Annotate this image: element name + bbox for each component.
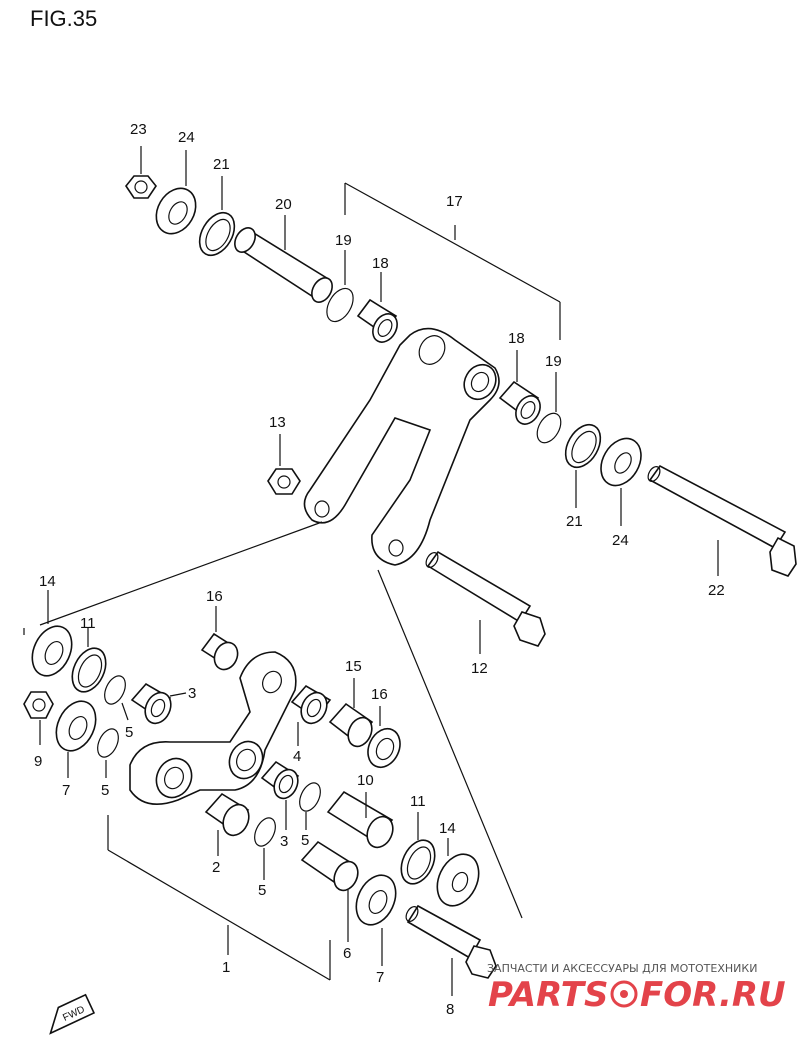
- part-5-oring-3: [299, 782, 321, 830]
- part-20-sleeve: [234, 215, 333, 303]
- part-5-oring-4: [254, 817, 276, 880]
- watermark-brand-left: PARTS: [488, 975, 608, 1015]
- assembly-leader-lines: [23, 521, 523, 919]
- part-17-cushion-rod: [303, 327, 500, 566]
- callout-11b: 11: [410, 793, 426, 810]
- callout-4: 4: [293, 748, 301, 765]
- callout-12: 12: [471, 660, 488, 677]
- part-6-sleeve: [300, 840, 359, 942]
- callout-22: 22: [708, 582, 725, 599]
- callout-19b: 19: [545, 353, 562, 370]
- callout-24b: 24: [612, 532, 629, 549]
- callout-17: 17: [446, 193, 463, 210]
- part-18-bearing-right: [498, 350, 541, 425]
- callout-5b: 5: [101, 782, 109, 799]
- part-23-nut: [125, 146, 157, 199]
- part-2-sleeve: [204, 792, 250, 856]
- watermark: ЗАПЧАСТИ И АКСЕССУАРЫ ДЛЯ МОТОТЕХНИКИ PA…: [487, 962, 786, 1015]
- callout-1: 1: [222, 959, 230, 976]
- callout-5c: 5: [301, 832, 309, 849]
- callout-labels: 23 24 21 20 19 18 17 18 19 13 21 24 22 1…: [34, 121, 725, 1018]
- part-13-nut: [267, 434, 301, 495]
- callout-24: 24: [178, 129, 195, 146]
- callout-14: 14: [39, 573, 56, 590]
- watermark-tagline: ЗАПЧАСТИ И АКСЕССУАРЫ ДЛЯ МОТОТЕХНИКИ: [487, 962, 757, 975]
- callout-15: 15: [345, 658, 362, 675]
- part-14-washer: [31, 590, 73, 677]
- callout-20: 20: [275, 196, 292, 213]
- callout-16: 16: [206, 588, 223, 605]
- callout-21b: 21: [566, 513, 583, 530]
- part-11-seal: [71, 627, 107, 693]
- callout-3: 3: [188, 685, 196, 702]
- callout-7b: 7: [376, 969, 384, 986]
- part-5-oring-2: [97, 728, 119, 778]
- figure-title: FIG.35: [30, 6, 97, 31]
- fwd-arrow-badge: FWD: [49, 993, 96, 1035]
- part-21-seal: [198, 176, 236, 257]
- part-8-bolt: [405, 904, 497, 996]
- part-22-bolt: [647, 464, 797, 577]
- callout-11: 11: [80, 615, 96, 632]
- callout-23: 23: [130, 121, 147, 138]
- part-14-washer-right: [436, 838, 480, 907]
- part-7-washer-right: [355, 874, 397, 966]
- callout-13: 13: [269, 414, 286, 431]
- callout-9: 9: [34, 753, 42, 770]
- part-24-washer: [155, 150, 197, 235]
- callout-5: 5: [125, 724, 133, 741]
- part-15-sleeve: [328, 678, 374, 748]
- part-1-cushion-lever: [129, 651, 297, 806]
- part-16-collar: [200, 606, 239, 671]
- part-9-nut: [23, 691, 54, 745]
- part-5-oring: [104, 675, 129, 721]
- callout-14b: 14: [439, 820, 456, 837]
- watermark-logo-icon: [610, 980, 638, 1008]
- callout-5d: 5: [258, 882, 266, 899]
- callout-3b: 3: [280, 833, 288, 850]
- callout-2: 2: [212, 859, 220, 876]
- part-10-sleeve: [326, 790, 394, 849]
- part-4-bearing: [290, 684, 332, 746]
- callout-18b: 18: [508, 330, 525, 347]
- bracket-1: [107, 815, 331, 981]
- callout-21: 21: [213, 156, 230, 173]
- watermark-brand-right: FOR.RU: [640, 975, 786, 1015]
- callout-19: 19: [335, 232, 352, 249]
- part-12-bolt: [425, 550, 546, 654]
- callout-18: 18: [372, 255, 389, 272]
- part-7-washer: [55, 700, 97, 778]
- part-19-oring-right: [536, 372, 562, 444]
- part-18-bearing: [356, 272, 398, 343]
- part-3-bearing: [130, 682, 187, 725]
- callout-6: 6: [343, 945, 351, 962]
- part-11-seal-right: [400, 812, 436, 885]
- part-21-seal-right: [564, 423, 602, 508]
- part-3-bearing-2: [260, 760, 300, 830]
- callout-8: 8: [446, 1001, 454, 1018]
- part-19-oring: [326, 250, 354, 323]
- callout-16b: 16: [371, 686, 388, 703]
- callout-10: 10: [357, 772, 374, 789]
- bracket-17: [344, 182, 561, 340]
- part-24-washer-right: [600, 437, 642, 526]
- part-16-collar-2: [367, 706, 401, 769]
- callout-7: 7: [62, 782, 70, 799]
